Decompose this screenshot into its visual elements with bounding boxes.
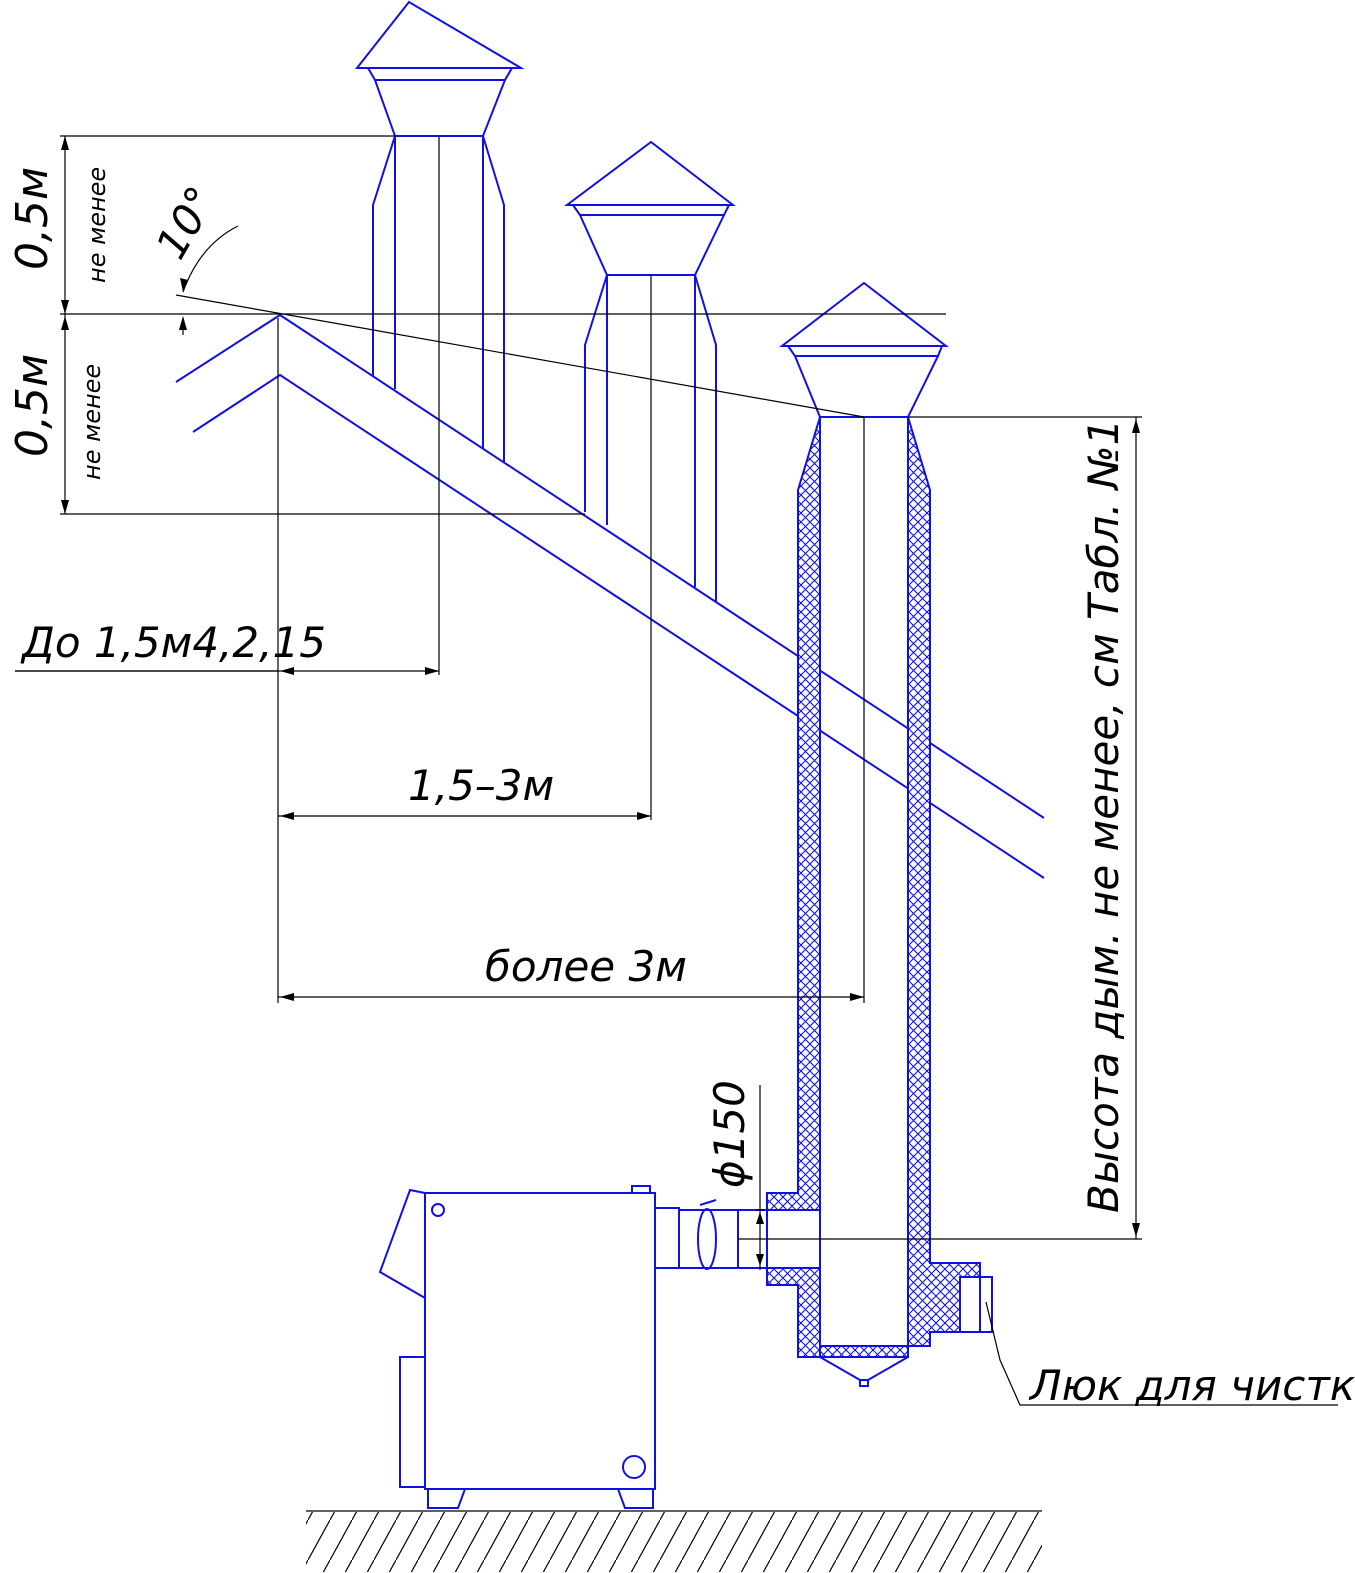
far-distance-label: более 3м	[485, 942, 687, 991]
insulation-left-lower	[766, 1267, 821, 1358]
mid-distance-label: 1,5–3м	[408, 761, 554, 810]
insulation-right	[907, 416, 981, 1357]
lower-height-label: 0,5м	[7, 354, 58, 457]
boiler	[378, 1185, 656, 1509]
insulation-left	[766, 416, 821, 1211]
flue-connector	[654, 1199, 821, 1270]
cleaning-hatch	[959, 1276, 1338, 1406]
chimney-near-ridge	[354, 0, 525, 675]
chimney-middle	[564, 140, 736, 820]
near-distance-label: До 1,5м4,2,15	[20, 618, 326, 667]
angle-label: 10°	[146, 178, 226, 267]
dimensions	[15, 135, 1142, 1270]
floor	[306, 1510, 1042, 1572]
top-height-label: 0,5м	[7, 167, 58, 270]
lower-not-less-label: не менее	[78, 364, 106, 480]
chimney-height-label: Высота дым. не менее, см Табл. №1	[1079, 419, 1128, 1213]
chimney-main	[766, 281, 981, 1387]
insulation-right-lower	[819, 1345, 909, 1358]
top-not-less-label: не менее	[83, 167, 111, 283]
diameter-label: ϕ150	[705, 1080, 754, 1188]
roof	[175, 313, 1045, 879]
cleaning-hatch-label: Люк для чистки	[1028, 1361, 1355, 1410]
